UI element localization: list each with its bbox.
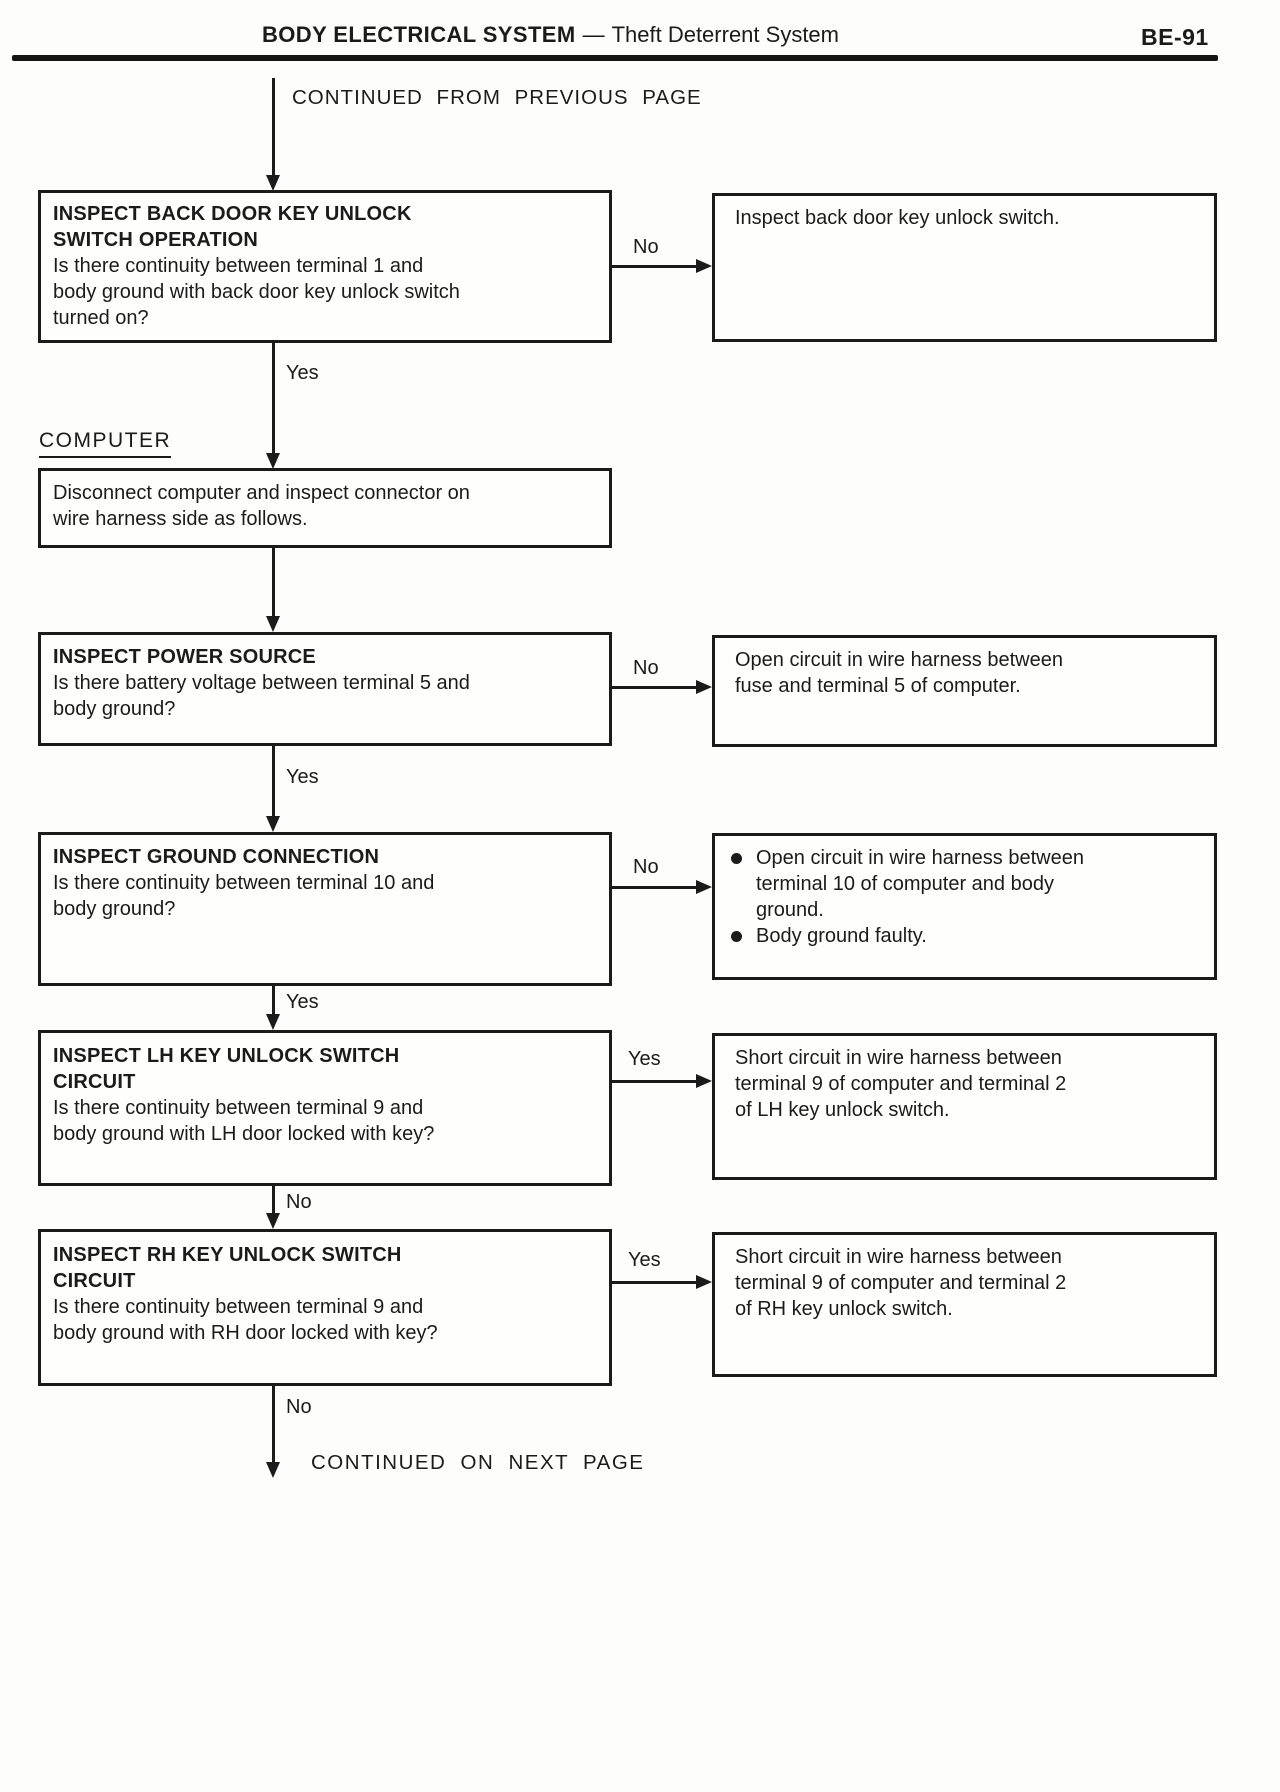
- arrow-down-icon: [266, 1213, 280, 1229]
- arrow-down-icon: [266, 816, 280, 832]
- page-title-separator: —: [582, 22, 605, 47]
- step-box-inspect-ground-connection: INSPECT GROUND CONNECTION Is there conti…: [38, 832, 612, 986]
- step-box-back-door-key-unlock-switch: INSPECT BACK DOOR KEY UNLOCK SWITCH OPER…: [38, 190, 612, 343]
- result-bullet-item: Open circuit in wire harness between ter…: [729, 845, 1200, 923]
- page-title-subsection: Theft Deterrent System: [611, 22, 839, 47]
- step-title-line: INSPECT LH KEY UNLOCK SWITCH: [53, 1045, 400, 1067]
- step-question-line: body ground with back door key unlock sw…: [53, 281, 460, 303]
- result-bullet-item: Body ground faulty.: [729, 923, 1200, 949]
- page-title-section: BODY ELECTRICAL SYSTEM: [262, 22, 576, 47]
- result-line: terminal 10 of computer and body: [756, 873, 1054, 895]
- step-question-line: body ground?: [53, 698, 176, 720]
- section-heading-computer: COMPUTER: [39, 429, 172, 458]
- bullet-icon: [731, 853, 742, 864]
- arrow-right-icon: [696, 1074, 712, 1088]
- connector-line: [272, 1386, 275, 1464]
- branch-label-no: No: [286, 1396, 312, 1418]
- arrow-right-icon: [696, 259, 712, 273]
- result-line: terminal 9 of computer and terminal 2: [735, 1272, 1067, 1294]
- arrow-right-icon: [696, 1275, 712, 1289]
- header-rule: [12, 55, 1218, 61]
- step-question-line: Is there battery voltage between termina…: [53, 672, 470, 694]
- step-box-inspect-lh-key-unlock-switch: INSPECT LH KEY UNLOCK SWITCH CIRCUIT Is …: [38, 1030, 612, 1186]
- continued-from-label: CONTINUED FROM PREVIOUS PAGE: [292, 86, 702, 109]
- result-line: ground.: [756, 899, 824, 921]
- arrow-down-icon: [266, 1014, 280, 1030]
- branch-label-yes: Yes: [628, 1048, 661, 1070]
- result-line: Short circuit in wire harness between: [735, 1047, 1062, 1069]
- step-text-line: wire harness side as follows.: [53, 508, 308, 530]
- connector-line: [612, 265, 698, 268]
- result-box-power-source: Open circuit in wire harness between fus…: [712, 635, 1217, 747]
- connector-line: [612, 1080, 698, 1083]
- step-question-line: body ground?: [53, 898, 176, 920]
- step-title-line: INSPECT GROUND CONNECTION: [53, 846, 380, 868]
- branch-label-yes: Yes: [286, 766, 319, 788]
- result-line: Short circuit in wire harness between: [735, 1246, 1062, 1268]
- result-line: of RH key unlock switch.: [735, 1298, 953, 1320]
- result-bullet-text: Body ground faulty.: [756, 923, 927, 949]
- branch-label-yes: Yes: [286, 991, 319, 1013]
- branch-label-no: No: [633, 657, 659, 679]
- arrow-right-icon: [696, 880, 712, 894]
- step-question-line: body ground with RH door locked with key…: [53, 1322, 438, 1344]
- connector-line: [612, 686, 698, 689]
- result-box-rh-key-unlock-switch: Short circuit in wire harness between te…: [712, 1232, 1217, 1377]
- arrow-right-icon: [696, 680, 712, 694]
- result-bullet-text: Open circuit in wire harness between ter…: [756, 845, 1084, 923]
- step-title-line: INSPECT RH KEY UNLOCK SWITCH: [53, 1244, 402, 1266]
- arrow-down-icon: [266, 616, 280, 632]
- result-line: fuse and terminal 5 of computer.: [735, 675, 1021, 697]
- branch-label-no: No: [633, 236, 659, 258]
- connector-line: [272, 746, 275, 818]
- step-title-line: INSPECT POWER SOURCE: [53, 646, 316, 668]
- result-line: Inspect back door key unlock switch.: [735, 207, 1060, 229]
- step-question-line: body ground with LH door locked with key…: [53, 1123, 435, 1145]
- branch-label-yes: Yes: [286, 362, 319, 384]
- connector-line: [272, 1186, 275, 1215]
- connector-line: [612, 886, 698, 889]
- result-box-lh-key-unlock-switch: Short circuit in wire harness between te…: [712, 1033, 1217, 1180]
- result-box-inspect-back-door-switch: Inspect back door key unlock switch.: [712, 193, 1217, 342]
- step-text-line: Disconnect computer and inspect connecto…: [53, 482, 470, 504]
- step-question-line: Is there continuity between terminal 9 a…: [53, 1296, 424, 1318]
- arrow-down-icon: [266, 1462, 280, 1478]
- continued-next-label: CONTINUED ON NEXT PAGE: [311, 1451, 645, 1474]
- result-line: Body ground faulty.: [756, 925, 927, 947]
- step-box-inspect-power-source: INSPECT POWER SOURCE Is there battery vo…: [38, 632, 612, 746]
- bullet-icon: [731, 931, 742, 942]
- step-box-inspect-rh-key-unlock-switch: INSPECT RH KEY UNLOCK SWITCH CIRCUIT Is …: [38, 1229, 612, 1386]
- page-number: BE-91: [1141, 24, 1209, 50]
- step-title-line: INSPECT BACK DOOR KEY UNLOCK: [53, 203, 412, 225]
- step-question-line: Is there continuity between terminal 10 …: [53, 872, 435, 894]
- arrow-down-icon: [266, 175, 280, 191]
- step-box-disconnect-computer: Disconnect computer and inspect connecto…: [38, 468, 612, 548]
- arrow-down-icon: [266, 453, 280, 469]
- connector-line: [612, 1281, 698, 1284]
- step-question-line: turned on?: [53, 307, 149, 329]
- connector-line: [272, 548, 275, 618]
- connector-line: [272, 78, 275, 178]
- step-title-line: CIRCUIT: [53, 1071, 136, 1093]
- step-title-line: SWITCH OPERATION: [53, 229, 259, 251]
- step-title-line: CIRCUIT: [53, 1270, 136, 1292]
- branch-label-no: No: [633, 856, 659, 878]
- result-line: Open circuit in wire harness between: [756, 847, 1084, 869]
- branch-label-yes: Yes: [628, 1249, 661, 1271]
- page-title: BODY ELECTRICAL SYSTEM—Theft Deterrent S…: [262, 21, 839, 48]
- result-line: terminal 9 of computer and terminal 2: [735, 1073, 1067, 1095]
- step-question-line: Is there continuity between terminal 9 a…: [53, 1097, 424, 1119]
- branch-label-no: No: [286, 1191, 312, 1213]
- connector-line: [272, 343, 275, 456]
- connector-line: [272, 986, 275, 1016]
- result-line: Open circuit in wire harness between: [735, 649, 1063, 671]
- result-line: of LH key unlock switch.: [735, 1099, 950, 1121]
- step-question-line: Is there continuity between terminal 1 a…: [53, 255, 424, 277]
- result-box-ground-connection: Open circuit in wire harness between ter…: [712, 833, 1217, 980]
